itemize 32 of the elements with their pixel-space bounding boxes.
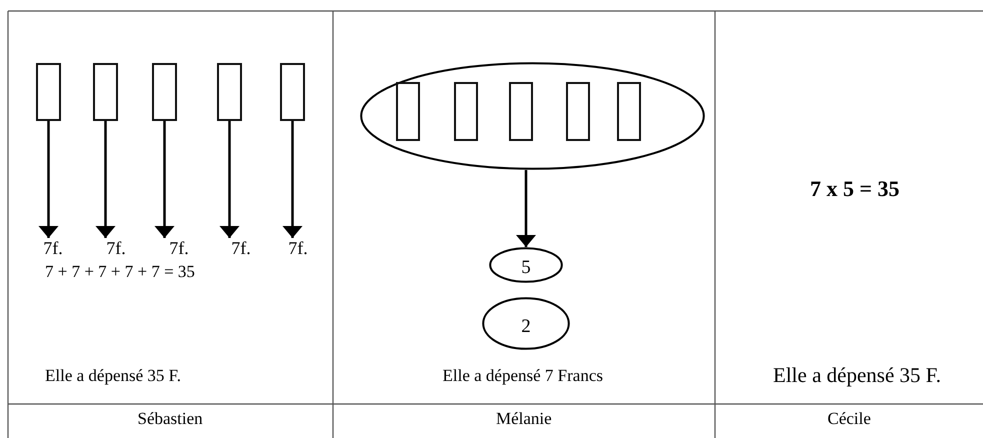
pupil-name: Mélanie (496, 408, 552, 430)
answer-text: Elle a dépensé 35 F. (45, 365, 182, 387)
arrow (516, 170, 536, 247)
pupil-name: Sébastien (138, 408, 203, 430)
amount-text: 7f. (101, 238, 131, 258)
amount-text: 7f. (38, 238, 68, 258)
pupil-name: Cécile (828, 408, 871, 430)
equation-text: 7 + 7 + 7 + 7 + 7 = 35 (45, 261, 195, 283)
arrow (96, 121, 116, 238)
amount-text: 7f. (283, 238, 313, 258)
amount-text: 7f. (226, 238, 256, 258)
arrow (220, 121, 240, 238)
number-ellipse: 5 (489, 247, 563, 283)
rectangle-drawing (152, 63, 177, 121)
rectangle-drawing (217, 63, 242, 121)
amount-text: 7f. (164, 238, 194, 258)
rectangle-drawing (566, 82, 590, 141)
equation-text: 7 x 5 = 35 (810, 178, 900, 200)
rectangle-drawing (93, 63, 118, 121)
rectangle-drawing (396, 82, 420, 141)
rectangle-drawing (36, 63, 61, 121)
arrow (282, 121, 302, 238)
number-ellipse: 2 (482, 297, 570, 350)
answer-text: Elle a dépensé 7 Francs (442, 365, 603, 387)
rectangle-drawing (454, 82, 478, 141)
answer-text: Elle a dépensé 35 F. (773, 364, 942, 386)
arrow (38, 121, 58, 238)
grouping-ellipse (360, 62, 705, 170)
arrow (154, 121, 174, 238)
rectangle-drawing (617, 82, 641, 141)
rectangle-drawing (509, 82, 533, 141)
rectangle-drawing (280, 63, 305, 121)
